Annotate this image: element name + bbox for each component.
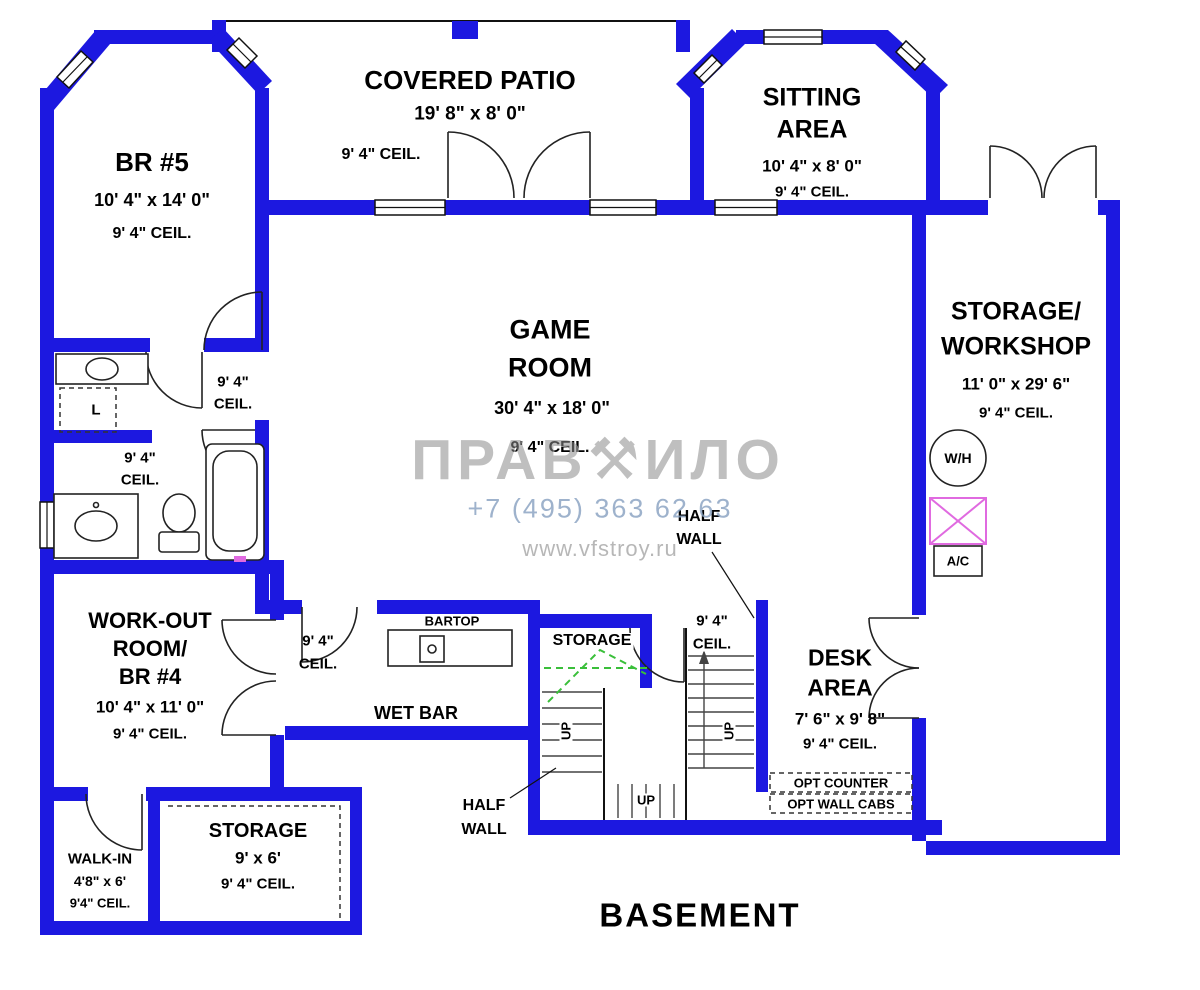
- desk-dims: 7' 6" x 9' 8": [794, 709, 886, 729]
- sink-icon: [85, 357, 119, 381]
- water-heater-circle: [929, 429, 987, 487]
- half-wall-leader-bottom: [509, 767, 557, 799]
- bath-ceil-1: 9' 4": [124, 449, 156, 467]
- up-label-right: UP: [721, 719, 737, 743]
- workshop-name-1: STORAGE/: [950, 297, 1082, 326]
- opt-wall-cabs-label: OPT WALL CABS: [787, 796, 895, 812]
- desk-ceil: 9' 4" CEIL.: [802, 735, 878, 753]
- ac-label-box: [933, 545, 983, 577]
- linen-label: L: [91, 401, 101, 419]
- half-wall-top-1: HALF: [677, 508, 721, 525]
- opt-feature-dashed-green: [544, 648, 648, 703]
- sitting-ceil: 9' 4" CEIL.: [774, 183, 850, 201]
- opt-counter-label: OPT COUNTER: [793, 775, 889, 791]
- hall-ceil-2: CEIL.: [213, 395, 253, 413]
- bathtub-inner: [212, 450, 258, 552]
- opt-cabinet-dashed: [59, 387, 913, 918]
- half-wall-bottom-2: WALL: [461, 821, 507, 838]
- bath-fixtures: [53, 353, 265, 562]
- half-wall-leader-top: [711, 551, 755, 619]
- sitting-dims: 10' 4" x 8' 0": [762, 156, 862, 176]
- faucet-dot: [92, 501, 100, 509]
- workshop-name-2: WORKSHOP: [941, 332, 1091, 361]
- patio-ceil: 9' 4" CEIL.: [341, 146, 421, 163]
- br5-name: BR #5: [115, 147, 189, 177]
- hall-ceil-1: 9' 4": [217, 373, 249, 391]
- storage-optional-outline: [168, 805, 341, 918]
- storage-small-dims: 9' x 6': [235, 848, 281, 868]
- walkin-dims: 4'8" x 6': [73, 873, 127, 889]
- half-wall-top-2: WALL: [676, 531, 722, 548]
- workout-dims: 10' 4" x 11' 0": [95, 697, 205, 717]
- half-wall-segment: [756, 600, 768, 792]
- sink-icon-2: [74, 510, 118, 542]
- wet-bar-label: WET BAR: [374, 703, 458, 723]
- workout-name-2: ROOM/: [112, 636, 188, 661]
- walkin-name: WALK-IN: [67, 850, 133, 868]
- patio-name: COVERED PATIO: [364, 65, 576, 95]
- linen-closet: [59, 387, 117, 433]
- stairs: [542, 628, 754, 820]
- toilet-tank: [158, 531, 200, 553]
- storage-small-ceil: 9' 4" CEIL.: [220, 875, 296, 893]
- desk-name-2: AREA: [807, 674, 873, 701]
- sitting-name-2: AREA: [776, 115, 848, 144]
- patio-post: [452, 21, 478, 39]
- stairs-ceil-1: 9' 4": [694, 612, 730, 630]
- workout-name-3: BR #4: [118, 664, 182, 689]
- windows: [39, 29, 927, 549]
- workshop-dims: 11' 0" x 29' 6": [961, 374, 1071, 394]
- walkin-ceil: 9'4" CEIL.: [69, 895, 131, 911]
- ac-pad: [929, 497, 987, 577]
- br5-dims: 10' 4" x 14' 0": [94, 190, 210, 210]
- up-label-bottom: UP: [634, 792, 658, 808]
- bath-ceil-2: CEIL.: [120, 471, 160, 489]
- workout-name-1: WORK-OUT: [88, 608, 212, 633]
- bartop-label: BARTOP: [422, 613, 482, 629]
- water-heater-label: W/H: [944, 450, 972, 466]
- storage-mid-label: STORAGE: [550, 632, 634, 649]
- up-label-left: UP: [558, 719, 574, 743]
- workout-ceil: 9' 4" CEIL.: [112, 725, 188, 743]
- toilet-icon: [162, 493, 196, 533]
- ac-label: A/C: [946, 553, 970, 569]
- wet-bar-counter: [387, 629, 513, 667]
- desk-name-1: DESK: [808, 644, 872, 671]
- half-wall-bottom-1: HALF: [462, 797, 506, 814]
- tub-accent: [234, 556, 246, 562]
- game-dims: 30' 4" x 18' 0": [494, 398, 610, 418]
- br5-ceil: 9' 4" CEIL.: [112, 225, 192, 242]
- game-name-2: ROOM: [508, 352, 592, 383]
- hallway-ceil-2: CEIL.: [298, 655, 338, 673]
- stairs-ceil-2: CEIL.: [690, 635, 734, 653]
- game-name-1: GAME: [509, 314, 591, 345]
- patio-dims: 19' 8" x 8' 0": [414, 103, 526, 125]
- storage-small-name: STORAGE: [208, 820, 308, 842]
- plan-title: BASEMENT: [599, 896, 801, 934]
- leader-lines: [509, 551, 755, 799]
- workshop-ceil: 9' 4" CEIL.: [978, 404, 1054, 422]
- doors: [85, 131, 1097, 851]
- sitting-name-1: SITTING: [762, 83, 862, 112]
- hallway-ceil-1: 9' 4": [302, 632, 334, 650]
- game-ceil: 9' 4" CEIL.: [510, 439, 590, 456]
